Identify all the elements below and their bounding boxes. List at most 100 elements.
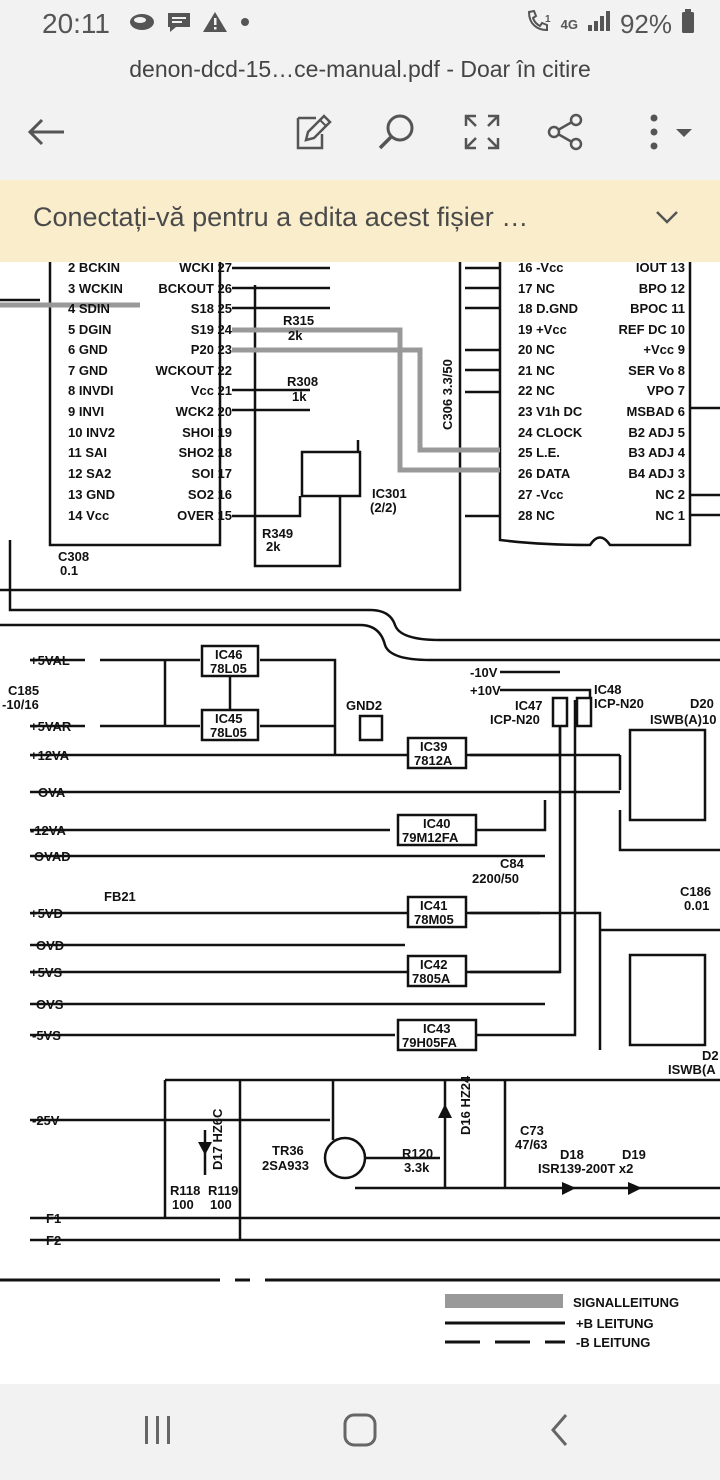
ic42-label: IC42 [420, 957, 447, 972]
back-button[interactable] [22, 110, 70, 158]
r315-value: 2k [288, 328, 303, 343]
dac-right-pin: B4 ADJ 3 [628, 466, 685, 481]
rail-label: OVAD [34, 849, 71, 864]
ic-top-left-pin: 11 SAI [68, 445, 107, 460]
ic-top-left-pin: 6 GND [68, 342, 108, 357]
r118-value: 100 [172, 1197, 194, 1212]
ic-top-right-pin: P20 23 [191, 342, 232, 357]
rail-label: +5VS [30, 965, 62, 980]
dac-left-pin: 21 NC [518, 363, 555, 378]
status-time: 20:11 [42, 8, 110, 39]
c73-value: 47/63 [515, 1137, 548, 1152]
rail-label: F1 [46, 1211, 61, 1226]
ic-top-left-pin: 7 GND [68, 363, 108, 378]
ic-top-left-pin: 3 WCKIN [68, 281, 123, 296]
dac-right-pin: BPO 12 [639, 281, 685, 296]
more-button[interactable] [630, 110, 700, 158]
ic-top-right-pin: S18 25 [191, 301, 232, 316]
edit-banner[interactable]: Conectați-vă pentru a edita acest fișier… [0, 180, 720, 263]
fullscreen-button[interactable] [458, 110, 506, 158]
d17-label: D17 HZ6C [210, 1108, 225, 1170]
chevron-down-icon[interactable] [654, 208, 680, 231]
ic-top-right-pin: SOI 17 [192, 466, 232, 481]
r120-label: R120 [402, 1146, 433, 1161]
c84-value: 2200/50 [472, 871, 519, 886]
arrow-left-icon [26, 117, 66, 152]
network-type: 4G [560, 17, 578, 32]
r349-value: 2k [266, 539, 281, 554]
signal-icon [586, 9, 612, 40]
c186-label: C186 [680, 884, 711, 899]
rail-label: OVD [36, 938, 64, 953]
rail-label: +5VAL [30, 653, 70, 668]
dot-icon [238, 10, 252, 40]
r118-label: R118 [170, 1183, 200, 1198]
c306-label: C306 3.3/50 [440, 359, 455, 430]
gnd2-label: GND2 [346, 698, 382, 713]
ic45-value: 78L05 [210, 725, 247, 740]
ic-top-right-pin: SO2 16 [188, 487, 232, 502]
search-button[interactable] [372, 110, 420, 158]
dac-left-pin: 27 -Vcc [518, 487, 564, 502]
legend-minus-b: -B LEITUNG [576, 1335, 650, 1350]
schematic-diagram: 2 BCKIN 3 WCKIN 4 SDIN 5 DGIN 6 GND 7 GN… [0, 262, 720, 1350]
share-icon [546, 112, 586, 157]
ic-top-left-pin: 12 SA2 [68, 466, 111, 481]
fullscreen-icon [462, 112, 502, 157]
back-icon [548, 1412, 572, 1453]
home-button[interactable] [330, 1408, 390, 1456]
dac-left-pin: 23 V1h DC [518, 404, 583, 419]
c84-label: C84 [500, 856, 525, 871]
c185-value: -10/16 [2, 697, 39, 712]
dac-right-pin: B2 ADJ 5 [628, 425, 685, 440]
d21-value: ISWB(A [668, 1062, 716, 1077]
c308-label: C308 [58, 549, 89, 564]
input-label: -10V [470, 665, 498, 680]
share-button[interactable] [542, 110, 590, 158]
dac-right-pin: REF DC 10 [619, 322, 685, 337]
dac-right-pin: BPOC 11 [630, 301, 685, 316]
dac-left-pin: 17 NC [518, 281, 555, 296]
system-nav-bar [0, 1384, 720, 1480]
rail-label: +5VAR [30, 719, 72, 734]
dac-right-pin: SER Vo 8 [628, 363, 685, 378]
rail-label: OVA [38, 785, 66, 800]
ic48-label: IC48 [594, 682, 621, 697]
ic39-label: IC39 [420, 739, 447, 754]
d18-label: D18 [560, 1147, 584, 1162]
d20-label: D20 [690, 696, 714, 711]
r120-value: 3.3k [404, 1160, 430, 1175]
dac-right-pin: NC 2 [655, 487, 685, 502]
edit-button[interactable] [288, 110, 336, 158]
ic-top-left-pin: 9 INVI [68, 404, 104, 419]
r349-label: R349 [262, 526, 293, 541]
ic-top-right-pin: SHOI 19 [182, 425, 232, 440]
ic-top-right-pin: WCK2 20 [176, 404, 232, 419]
ic-top-right-pin: S19 24 [191, 322, 233, 337]
ic40-value: 79M12FA [402, 830, 459, 845]
ic-top-left-pin: 2 BCKIN [68, 262, 120, 275]
ic301-value: (2/2) [370, 500, 397, 515]
tr36-label: TR36 [272, 1143, 304, 1158]
ic-top-left-pin: 4 SDIN [68, 301, 110, 316]
dac-left-pin: 28 NC [518, 508, 555, 523]
dac-right-pin: IOUT 13 [636, 262, 685, 275]
banner-text: Conectați-vă pentru a edita acest fișier… [33, 202, 529, 232]
back-nav-button[interactable] [530, 1408, 590, 1456]
recent-apps-button[interactable] [128, 1408, 188, 1456]
rail-label: -5VS [32, 1028, 61, 1043]
warning-icon [202, 10, 228, 40]
c186-value: 0.01 [684, 898, 709, 913]
ic45-label: IC45 [215, 711, 242, 726]
ic47-label: IC47 [515, 698, 542, 713]
notification-icons [128, 10, 252, 40]
c73-label: C73 [520, 1123, 544, 1138]
toolbar [0, 92, 720, 180]
rail-label: OVS [36, 997, 64, 1012]
pdf-page[interactable]: 2 BCKIN 3 WCKIN 4 SDIN 5 DGIN 6 GND 7 GN… [0, 262, 720, 1384]
r119-value: 100 [210, 1197, 232, 1212]
ic-top-left-pin: 13 GND [68, 487, 115, 502]
dac-left-pin: 24 CLOCK [518, 425, 583, 440]
dac-left-pin: 22 NC [518, 383, 555, 398]
search-icon [376, 112, 416, 157]
